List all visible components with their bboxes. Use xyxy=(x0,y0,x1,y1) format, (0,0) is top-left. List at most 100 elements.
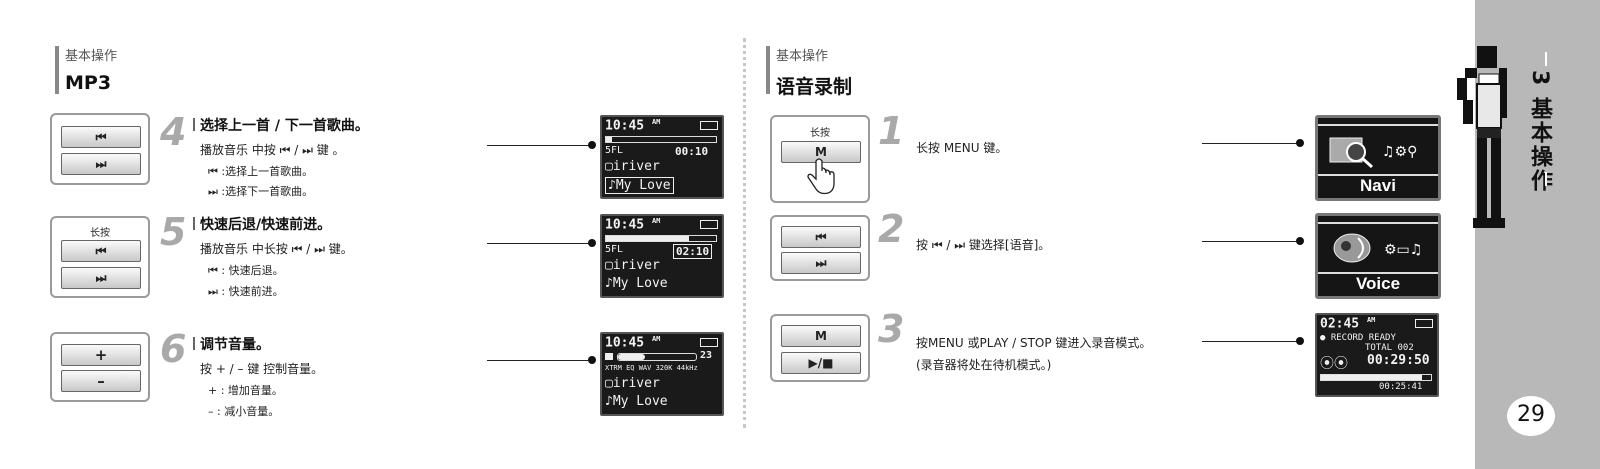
step-number: 6 xyxy=(160,327,187,371)
fast-forward-button[interactable]: ⏭ xyxy=(61,267,141,289)
screen-ampm: AM xyxy=(651,217,661,225)
record-elapsed: 00:25:41 xyxy=(1379,382,1423,392)
screen-ampm: AM xyxy=(1366,316,1376,324)
longpress-label: 长按 xyxy=(810,128,830,139)
player-screen: 10:45 AM 23 XTRM EQ WAV 320K 44kHz ▢iriv… xyxy=(600,332,724,416)
step-sub-next: ⏭ :选择下一首歌曲。 xyxy=(208,185,314,198)
page-number: 29 xyxy=(1517,402,1545,427)
chapter-side-tab: 3 基本操作 29 xyxy=(1457,0,1600,469)
connector-line xyxy=(487,243,592,244)
page-divider xyxy=(743,38,746,428)
connector-dot xyxy=(1296,237,1304,245)
voice-record-icon xyxy=(1333,233,1371,263)
battery-icon xyxy=(700,338,718,347)
connector-line xyxy=(1202,143,1300,144)
step-number: 2 xyxy=(878,207,905,251)
battery-icon xyxy=(700,220,718,229)
step-note: (录音器将处在待机模式。) xyxy=(916,358,1052,372)
screen-bottom-bar xyxy=(1318,174,1438,176)
screen-eq: 5FL xyxy=(605,145,624,156)
menu-button[interactable]: M xyxy=(781,325,861,347)
step-instruction: 长按 MENU 键。 xyxy=(916,141,1008,155)
screen-song: My Love xyxy=(612,276,668,291)
folder-search-icon xyxy=(1329,137,1374,169)
volume-track xyxy=(617,353,697,361)
screen-artist: iriver xyxy=(612,159,660,174)
screen-ampm: AM xyxy=(651,335,661,343)
connector-line xyxy=(487,145,592,146)
step-title: 快速后退/快速前进。 xyxy=(193,214,331,234)
play-stop-button[interactable]: ▶/■ xyxy=(781,352,861,374)
step-number: 5 xyxy=(160,210,187,254)
tab-marker-top xyxy=(1545,52,1547,66)
screen-codec-info: XTRM EQ WAV 320K 44kHz xyxy=(605,364,698,372)
connector-dot xyxy=(588,141,596,149)
step-instruction: 播放音乐 中长按 ⏮ / ⏭ 键。 xyxy=(200,242,353,256)
progress-track xyxy=(605,136,717,143)
step-instruction: 按MENU 或PLAY / STOP 键进入录音模式。 xyxy=(916,336,1152,350)
navi-menu-screen: ♫⚙⚲ Navi xyxy=(1315,115,1441,201)
screen-song: My Love xyxy=(615,178,671,193)
connector-line xyxy=(1202,341,1300,342)
step-sub-prev: ⏮ :选择上一首歌曲。 xyxy=(208,165,314,178)
section-bar xyxy=(55,46,59,94)
next-button[interactable]: ⏭ xyxy=(781,252,861,274)
section-bar xyxy=(766,46,770,94)
next-button[interactable]: ⏭ xyxy=(61,153,141,175)
finger-press-icon xyxy=(807,158,835,195)
button-panel-longpress: 长按 ⏮ ⏭ xyxy=(50,216,150,298)
screen-top-bar xyxy=(1318,124,1438,126)
step-sub-rewind: ⏮ : 快速后退。 xyxy=(208,264,284,277)
step-number: 3 xyxy=(878,307,905,351)
progress-track xyxy=(605,235,717,242)
battery-icon xyxy=(1415,319,1433,328)
settings-folder-music-icons: ⚙▭♫ xyxy=(1384,242,1423,258)
screen-top-bar xyxy=(1318,222,1438,224)
record-ready-screen: 02:45 AM ● RECORD READY TOTAL 002 ⦿⦿ 00:… xyxy=(1315,313,1439,397)
volume-up-button[interactable]: + xyxy=(61,344,141,366)
step-instruction: 按 ⏮ / ⏭ 键选择[语音]。 xyxy=(916,238,1051,252)
screen-elapsed: 02:10 xyxy=(673,244,713,259)
screen-artist: iriver xyxy=(612,258,660,273)
battery-icon xyxy=(700,121,718,130)
step-title: 选择上一首 / 下一首歌曲。 xyxy=(193,115,369,135)
screen-artist: iriver xyxy=(612,376,660,391)
section-title: 语音录制 xyxy=(776,76,853,98)
button-panel-prev-next: ⏮ ⏭ xyxy=(770,215,870,281)
longpress-label: 长按 xyxy=(90,228,110,239)
prev-button[interactable]: ⏮ xyxy=(781,226,861,248)
progress-fill xyxy=(1321,375,1423,380)
progress-fill xyxy=(606,137,612,142)
screen-ampm: AM xyxy=(651,118,661,126)
section-category: 基本操作 xyxy=(65,49,118,64)
button-panel-prev-next: ⏮ ⏭ xyxy=(50,113,150,185)
prev-button[interactable]: ⏮ xyxy=(61,126,141,148)
music-settings-icons: ♫⚙⚲ xyxy=(1382,144,1418,160)
screen-time: 10:45 xyxy=(605,217,645,233)
cassette-icon: ⦿⦿ xyxy=(1320,356,1348,372)
step-instruction: 按 + / – 键 控制音量。 xyxy=(200,362,324,376)
record-total: TOTAL 002 xyxy=(1365,343,1414,353)
step-title: 调节音量。 xyxy=(193,334,270,354)
record-remaining: 00:29:50 xyxy=(1367,353,1430,368)
connector-dot xyxy=(588,239,596,247)
step-instruction: 播放音乐 中按 ⏮ / ⏭ 键 。 xyxy=(200,143,345,157)
screen-time: 10:45 xyxy=(605,335,645,351)
volume-level: 23 xyxy=(700,350,713,361)
progress-track xyxy=(1320,374,1432,381)
screen-eq: 5FL xyxy=(605,244,624,255)
volume-down-button[interactable]: – xyxy=(61,370,141,392)
record-status: ● RECORD READY xyxy=(1320,333,1396,343)
voice-menu-screen: ⚙▭♫ Voice xyxy=(1315,213,1441,299)
connector-line xyxy=(1202,241,1300,242)
rewind-button[interactable]: ⏮ xyxy=(61,240,141,262)
step-sub-decrease: – : 减小音量。 xyxy=(208,405,280,418)
button-panel-record: M ▶/■ xyxy=(770,314,870,382)
menu-label: Voice xyxy=(1355,274,1401,293)
menu-label: Navi xyxy=(1360,176,1396,195)
connector-dot xyxy=(1296,139,1304,147)
screen-time: 02:45 xyxy=(1320,316,1360,332)
step-number: 1 xyxy=(878,109,905,153)
progress-fill xyxy=(606,236,689,241)
